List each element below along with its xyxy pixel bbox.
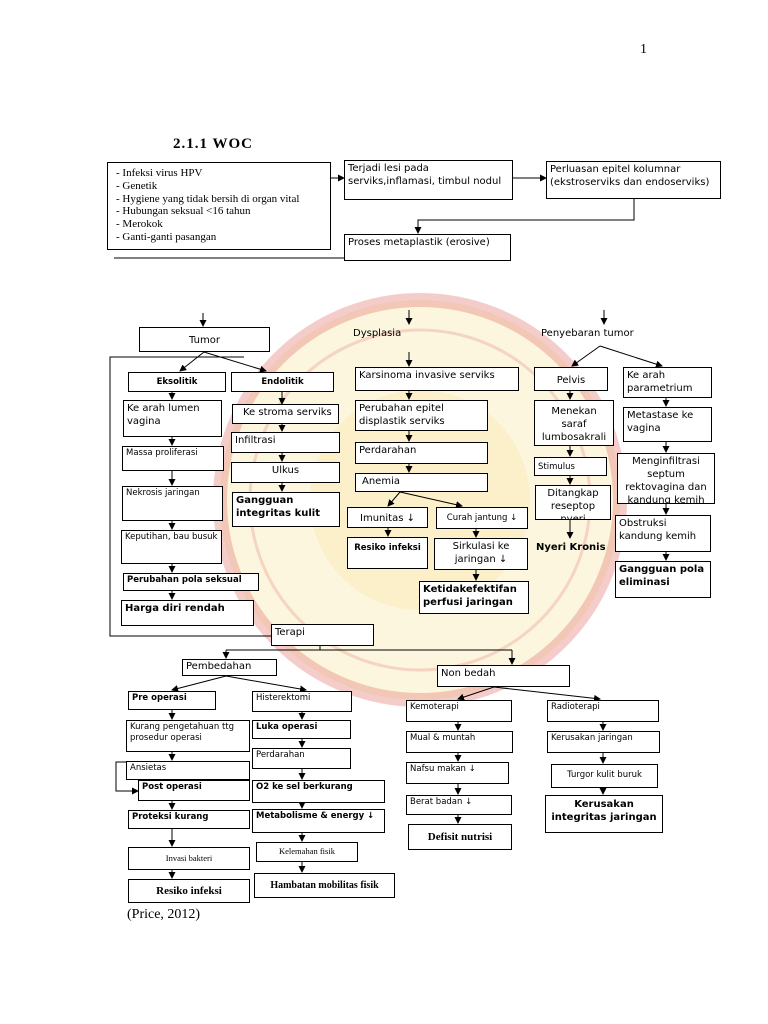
node-pre-operasi: Pre operasi xyxy=(128,691,216,710)
risk-factor-item: Infeksi virus HPV xyxy=(116,167,327,180)
node-pembedahan: Pembedahan xyxy=(182,659,277,676)
risk-factor-item: Hubungan seksual <16 tahun xyxy=(116,205,327,218)
node-obstruksi: Obstruksi kandung kemih xyxy=(615,515,711,552)
node-pelvis: Pelvis xyxy=(534,367,608,391)
node-lesi: Terjadi lesi pada serviks,inflamasi, tim… xyxy=(344,160,513,200)
node-kemoterapi: Kemoterapi xyxy=(406,700,512,722)
node-imunitas: Imunitas ↓ xyxy=(347,507,428,528)
node-ditangkap: Ditangkap reseptop nyeri xyxy=(535,485,611,520)
node-nafsu: Nafsu makan ↓ xyxy=(406,762,509,784)
node-menginfiltrasi: Menginfiltrasi septum rektovagina dan ka… xyxy=(617,453,715,504)
node-kelemahan: Kelemahan fisik xyxy=(256,842,358,862)
node-defisit: Defisit nutrisi xyxy=(408,824,512,850)
risk-factor-item: Merokok xyxy=(116,218,327,231)
node-radioterapi: Radioterapi xyxy=(547,700,659,722)
node-menekan: Menekan saraf lumbosakrali xyxy=(534,400,614,446)
page-number: 1 xyxy=(640,42,647,57)
node-stimulus: Stimulus xyxy=(534,457,607,476)
node-invasi: Invasi bakteri xyxy=(128,847,250,870)
node-perdarahan-2: Perdarahan xyxy=(252,748,351,769)
node-luka-operasi: Luka operasi xyxy=(252,720,351,739)
citation: (Price, 2012) xyxy=(127,907,201,922)
node-ketidakefektifan: Ketidakefektifan perfusi jaringan xyxy=(419,581,529,614)
node-pola-seksual: Perubahan pola seksual xyxy=(123,573,259,591)
node-gangguan-integritas-kulit: Gangguan integritas kulit xyxy=(232,492,340,527)
node-curah-jantung: Curah jantung ↓ xyxy=(436,507,528,529)
node-kerusakan-integritas: Kerusakan integritas jaringan xyxy=(545,795,663,833)
node-histerektomi: Histerektomi xyxy=(252,691,352,712)
node-kerusakan-jaringan: Kerusakan jaringan xyxy=(547,731,660,753)
node-perdarahan: Perdarahan xyxy=(355,442,488,464)
node-anemia: Anemia xyxy=(355,473,488,492)
node-infiltrasi: Infiltrasi xyxy=(231,432,340,453)
node-nyeri: Nyeri Kronis xyxy=(536,542,606,553)
risk-factor-item: Hygiene yang tidak bersih di organ vital xyxy=(116,193,327,206)
node-ulkus: Ulkus xyxy=(231,462,340,483)
node-endolitik: Endolitik xyxy=(231,372,334,392)
risk-factor-item: Ganti-ganti pasangan xyxy=(116,231,327,244)
node-berat: Berat badan ↓ xyxy=(406,795,512,815)
node-harga-diri: Harga diri rendah xyxy=(121,600,254,626)
node-metastase: Metastase ke vagina xyxy=(623,407,712,442)
node-eksolitik: Eksolitik xyxy=(128,372,226,392)
node-turgor: Turgor kulit buruk xyxy=(551,764,658,788)
node-displastik: Perubahan epitel displastik serviks xyxy=(355,400,488,431)
node-non-bedah: Non bedah xyxy=(437,665,570,687)
node-terapi: Terapi xyxy=(271,624,374,646)
node-mual: Mual & muntah xyxy=(406,731,513,753)
node-eliminasi: Gangguan pola eliminasi xyxy=(615,561,711,598)
risk-factors-box: Infeksi virus HPV Genetik Hygiene yang t… xyxy=(107,162,331,250)
node-hambatan: Hambatan mobilitas fisik xyxy=(254,873,395,898)
node-parametrium: Ke arah parametrium xyxy=(623,367,712,398)
node-post-operasi: Post operasi xyxy=(138,780,250,801)
node-penyebaran: Penyebaran tumor xyxy=(541,328,634,339)
node-karsinoma: Karsinoma invasive serviks xyxy=(355,367,519,391)
node-dysplasia: Dysplasia xyxy=(353,328,402,339)
node-resiko-infeksi: Resiko infeksi xyxy=(128,879,250,903)
node-stroma: Ke stroma serviks xyxy=(232,404,339,424)
section-title: 2.1.1 WOC xyxy=(173,136,253,152)
node-metabolisme: Metabolisme & energy ↓ xyxy=(252,809,385,833)
risk-factor-item: Genetik xyxy=(116,180,327,193)
node-o2: O2 ke sel berkurang xyxy=(252,780,385,803)
node-massa: Massa proliferasi xyxy=(122,446,224,471)
node-tumor: Tumor xyxy=(139,327,270,352)
node-keputihan: Keputihan, bau busuk xyxy=(121,530,222,564)
node-proteksi: Proteksi kurang xyxy=(128,810,250,829)
node-resiko-infeksi-small: Resiko infeksi xyxy=(347,537,428,569)
node-perluasan: Perluasan epitel kolumnar (ekstroserviks… xyxy=(546,161,721,199)
node-nekrosis: Nekrosis jaringan xyxy=(122,486,223,521)
node-lumen: Ke arah lumen vagina xyxy=(123,400,222,437)
risk-factors-list: Infeksi virus HPV Genetik Hygiene yang t… xyxy=(111,167,327,244)
node-metaplastik: Proses metaplastik (erosive) xyxy=(344,234,511,261)
node-ansietas: Ansietas xyxy=(126,761,250,780)
node-kurang-pengetahuan: Kurang pengetahuan ttg prosedur operasi xyxy=(126,720,250,752)
node-sirkulasi: Sirkulasi ke jaringan ↓ xyxy=(434,538,528,570)
